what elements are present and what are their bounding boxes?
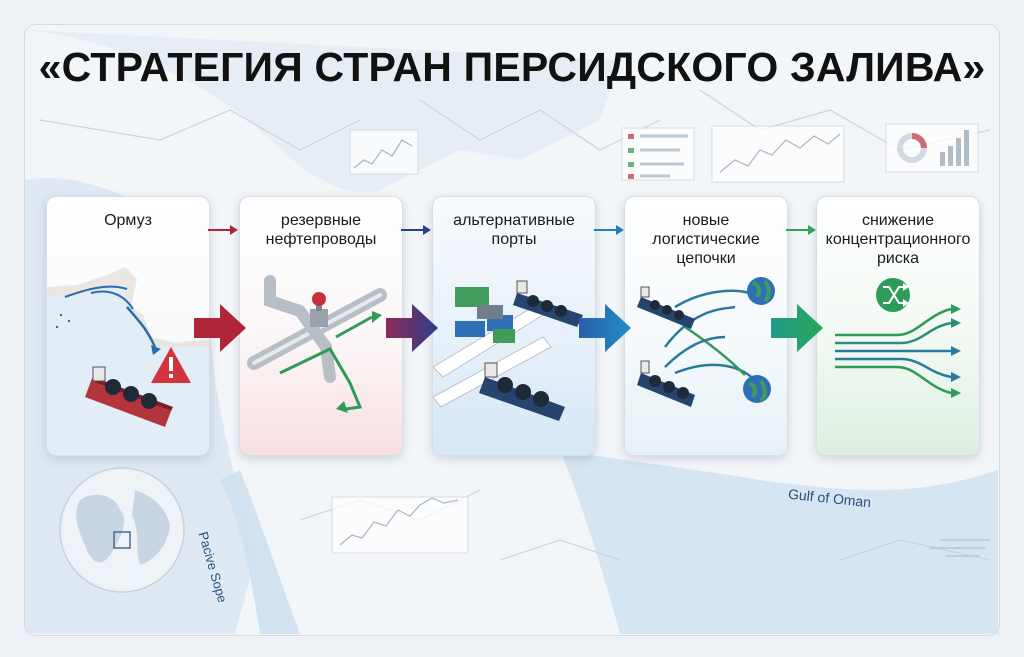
step-panel-risk-reduction: снижение концентрационного риска [816,196,980,456]
small-arrow-4 [786,225,816,235]
tanker-icon-upper [637,286,695,329]
flow-arrow-1 [194,304,246,352]
step-panel-hormuz: Ормуз [46,196,210,456]
flow-arrow-4 [771,304,823,352]
pipeline-illustration [247,275,387,413]
page-title: «СТРАТЕГИЯ СТРАН ПЕРСИДСКОГО ЗАЛИВА» [38,44,986,90]
small-arrow-2 [401,225,431,235]
step-label-backup-pipelines: резервные нефтепроводы [265,212,377,248]
small-arrow-1 [208,225,238,235]
step-panel-backup-pipelines: резервные нефтепроводы [239,196,403,456]
globe-icon [747,277,775,305]
small-arrow-3 [594,225,624,235]
tanker-icon [85,366,173,427]
pipeline-valve-icon [310,292,328,327]
risk-diversification-illustration [835,278,961,398]
step-label-alternative-ports: альтернативные порты [453,212,575,248]
flow-arrow-2 [386,304,438,352]
tanker-icon-bottom [479,362,565,421]
hormuz-strait-illustration [47,267,209,455]
step-label-risk-reduction: снижение концентрационного риска [825,212,971,267]
tanker-icon-top [513,280,583,327]
tanker-icon-lower [637,360,695,407]
logistics-illustration [637,277,775,407]
step-panel-alternative-ports: альтернативные порты [432,196,596,456]
container-stack-icon [455,287,515,343]
step-panel-logistics-chains: новые логистические цепочки [624,196,788,456]
shuffle-icon [876,278,910,312]
port-illustration [433,280,583,421]
step-label-hormuz: Ормуз [104,212,152,229]
warning-icon [151,347,191,383]
flow-arrow-3 [579,304,631,352]
step-label-logistics-chains: новые логистические цепочки [652,212,760,267]
globe-icon-2 [743,375,771,403]
